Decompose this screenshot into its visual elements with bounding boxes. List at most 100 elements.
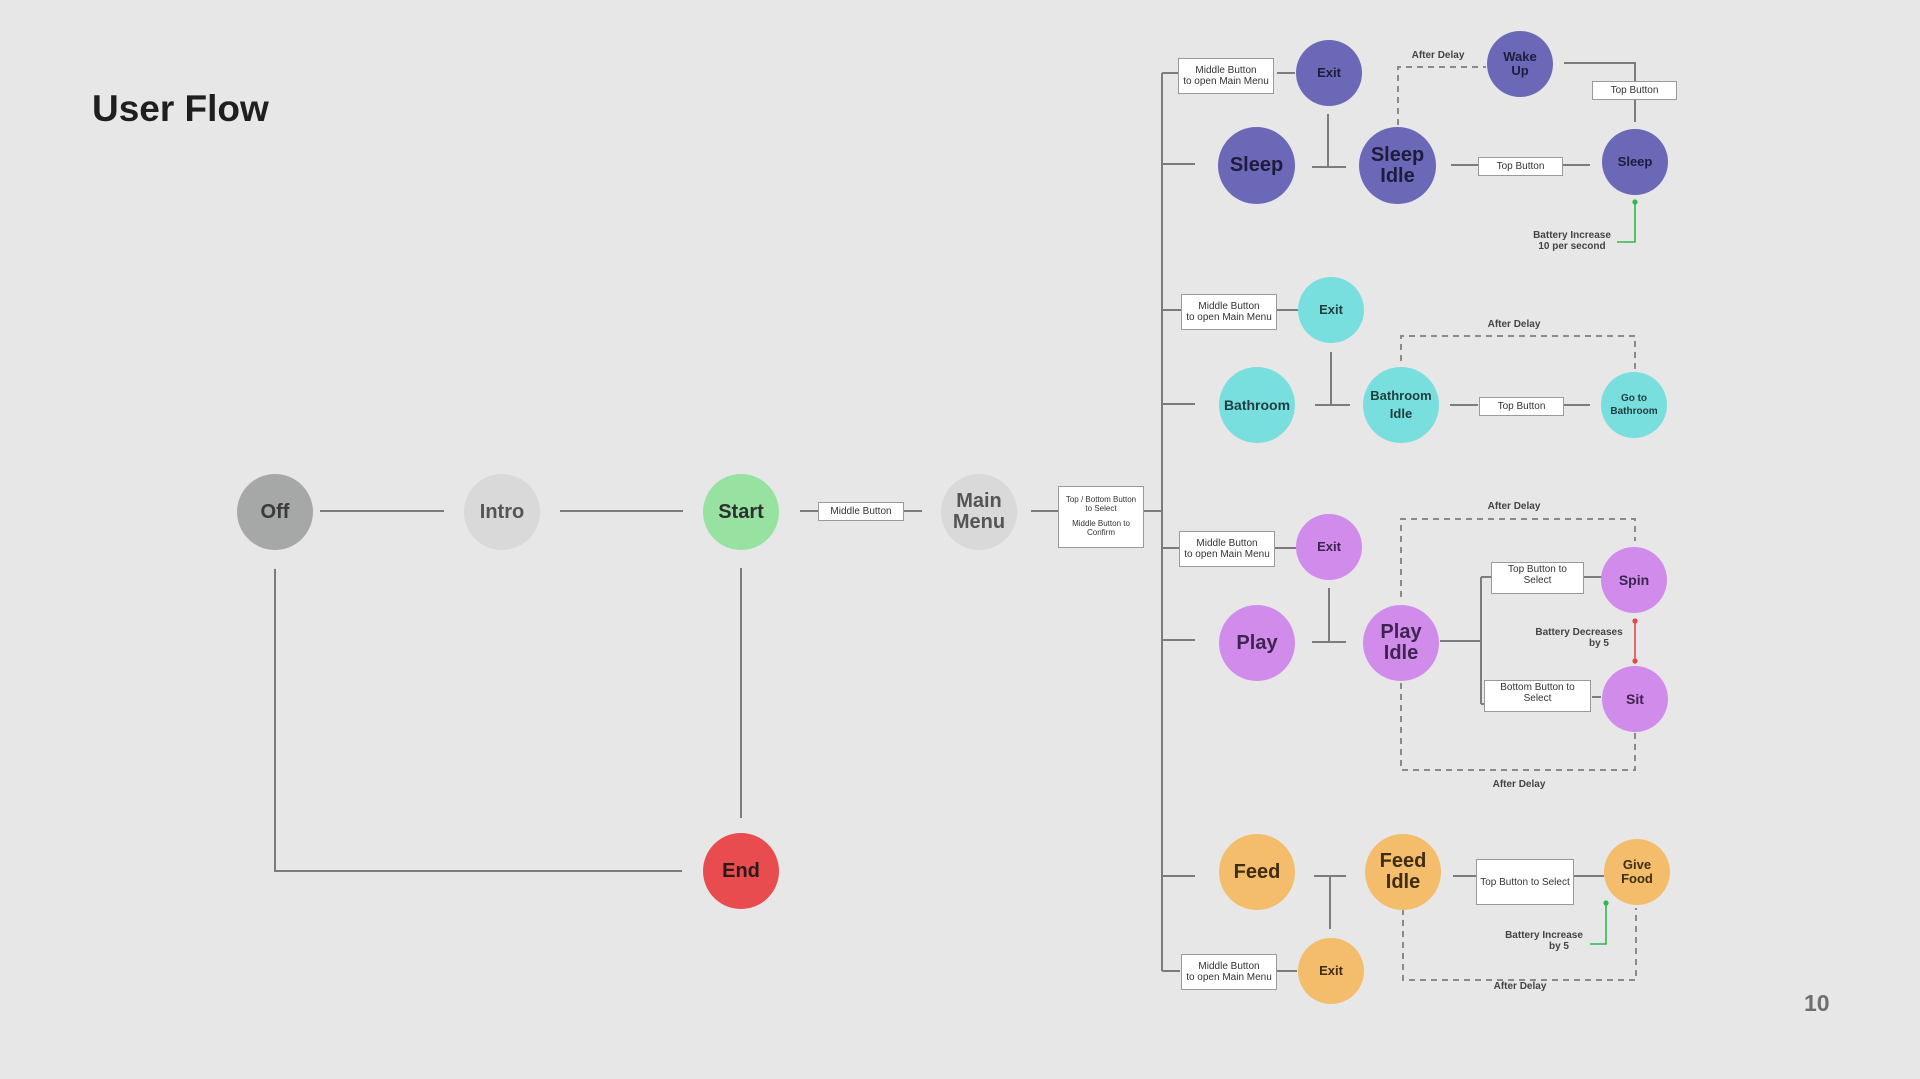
bathroom-exit-box: Middle Button to open Main Menu bbox=[1181, 294, 1277, 330]
sleep-idle-line-2: Idle bbox=[1380, 164, 1415, 187]
wake-up-line-1: Wake bbox=[1503, 49, 1537, 65]
sleep-label: Sleep bbox=[1229, 154, 1284, 176]
play-exit-node: Exit bbox=[1296, 514, 1362, 580]
sleep-after-delay: After Delay bbox=[1411, 50, 1465, 61]
end-label: End bbox=[722, 859, 760, 882]
feed-label: Feed bbox=[1233, 860, 1281, 883]
sleep-exit-label: Exit bbox=[1317, 65, 1341, 81]
bathroom-top-button-box: Top Button bbox=[1479, 397, 1564, 416]
feed-idle-line-2: Idle bbox=[1385, 871, 1421, 893]
confirm-line-2: Confirm bbox=[1086, 527, 1115, 537]
sleep-top-button-2-label: Top Button bbox=[1496, 161, 1545, 172]
sleep-exit-node: Exit bbox=[1296, 40, 1362, 106]
go-bathroom-line-2: Bathroom bbox=[1610, 406, 1658, 417]
play-bottom-select-box: Bottom Button to Select bbox=[1484, 680, 1591, 712]
middle-button-label: Middle Button bbox=[830, 506, 892, 517]
feed-battery-note: Battery Increase by 5 bbox=[1500, 930, 1588, 952]
main-menu-label-1: Main bbox=[956, 490, 1002, 512]
page-title: User Flow bbox=[92, 88, 269, 129]
confirm-line-1: Middle Button to bbox=[1072, 519, 1130, 528]
play-top-select-label: Top Button to Select bbox=[1508, 564, 1567, 586]
select-line-1: Top / Bottom Button bbox=[1065, 495, 1137, 505]
wake-up-line-2: Up bbox=[1511, 63, 1529, 78]
bathroom-exit-label: Exit bbox=[1319, 302, 1343, 318]
feed-top-select-label: Top Button to Select bbox=[1480, 876, 1570, 888]
feed-idle-line-1: Feed bbox=[1379, 850, 1427, 872]
main-menu-label-2: Menu bbox=[952, 511, 1006, 533]
bathroom-label: Bathroom bbox=[1223, 396, 1291, 413]
play-exit-box-line-2: to open Main Menu bbox=[1184, 549, 1270, 560]
start-node: Start bbox=[703, 474, 779, 550]
end-node: End bbox=[703, 833, 779, 909]
off-label: Off bbox=[260, 500, 290, 523]
play-idle-line-1: Play bbox=[1380, 621, 1422, 643]
off-node: Off bbox=[237, 474, 313, 550]
sleep-battery-line-2: 10 per second bbox=[1538, 241, 1606, 252]
page-number: 10 bbox=[1804, 990, 1830, 1016]
feed-exit-box-line-2: to open Main Menu bbox=[1186, 972, 1272, 983]
feed-exit-node: Exit bbox=[1298, 938, 1364, 1004]
intro-label: Intro bbox=[479, 500, 525, 523]
sleep-exit-box-line-1: Middle Button bbox=[1195, 65, 1257, 76]
sleep-top-button-box-1: Top Button bbox=[1592, 81, 1677, 100]
feed-exit-box: Middle Button to open Main Menu bbox=[1181, 954, 1277, 990]
sleep-exit-box-line-2: to open Main Menu bbox=[1183, 76, 1269, 87]
bathroom-exit-box-line-1: Middle Button bbox=[1198, 301, 1260, 312]
play-exit-label: Exit bbox=[1317, 539, 1341, 555]
play-top-select-box: Top Button to Select bbox=[1491, 562, 1584, 594]
feed-battery-line-2: by 5 bbox=[1548, 941, 1569, 952]
give-food-line-2: Food bbox=[1621, 871, 1653, 886]
bathroom-node: Bathroom bbox=[1219, 367, 1295, 443]
feed-exit-label: Exit bbox=[1319, 963, 1343, 979]
play-label: Play bbox=[1236, 631, 1278, 654]
play-battery-note: Battery Decreases by 5 bbox=[1532, 627, 1626, 649]
play-battery-line-2: by 5 bbox=[1588, 638, 1609, 649]
go-to-bathroom-node: Go to Bathroom bbox=[1601, 372, 1667, 438]
sleep-battery-note: Battery Increase 10 per second bbox=[1532, 230, 1612, 252]
sleep-battery-line-1: Battery Increase bbox=[1533, 230, 1611, 241]
sleep-idle-line-1: Sleep bbox=[1370, 143, 1425, 166]
feed-exit-box-line-1: Middle Button bbox=[1198, 961, 1260, 972]
middle-button-box: Middle Button bbox=[818, 502, 904, 521]
go-bathroom-line-1: Go to bbox=[1620, 393, 1648, 404]
sleep-state-label: Sleep bbox=[1617, 154, 1653, 170]
select-line-2: to Select bbox=[1085, 504, 1117, 514]
spin-node: Spin bbox=[1601, 547, 1667, 613]
spin-label: Spin bbox=[1618, 571, 1650, 588]
play-after-delay-top: After Delay bbox=[1487, 501, 1541, 512]
feed-after-delay: After Delay bbox=[1493, 981, 1547, 992]
sleep-exit-box: Middle Button to open Main Menu bbox=[1178, 58, 1274, 94]
feed-top-select-box: Top Button to Select bbox=[1476, 859, 1574, 905]
sleep-state-node: Sleep bbox=[1602, 129, 1668, 195]
select-confirm-box: Top / Bottom Button to Select Middle But… bbox=[1058, 486, 1144, 548]
play-after-delay-bottom: After Delay bbox=[1492, 779, 1546, 790]
feed-battery-line-1: Battery Increase bbox=[1505, 930, 1583, 941]
play-node: Play bbox=[1219, 605, 1295, 681]
bathroom-top-button-label: Top Button bbox=[1497, 401, 1546, 412]
sleep-node: Sleep bbox=[1218, 127, 1295, 204]
bathroom-idle-line-1: Bathroom bbox=[1370, 387, 1432, 403]
sit-node: Sit bbox=[1602, 666, 1668, 732]
play-battery-line-1: Battery Decreases bbox=[1535, 627, 1623, 638]
start-label: Start bbox=[718, 500, 764, 523]
bathroom-exit-box-line-2: to open Main Menu bbox=[1186, 312, 1272, 323]
sleep-top-button-1-label: Top Button bbox=[1610, 85, 1659, 96]
sit-label: Sit bbox=[1626, 690, 1644, 707]
feed-node: Feed bbox=[1219, 834, 1295, 910]
intro-node: Intro bbox=[464, 474, 540, 550]
play-exit-box: Middle Button to open Main Menu bbox=[1179, 531, 1275, 567]
play-bottom-select-label: Bottom Button to Select bbox=[1500, 682, 1575, 704]
play-idle-line-2: Idle bbox=[1383, 642, 1419, 664]
sleep-top-button-box-2: Top Button bbox=[1478, 157, 1563, 176]
play-exit-box-line-1: Middle Button bbox=[1196, 538, 1258, 549]
bathroom-exit-node: Exit bbox=[1298, 277, 1364, 343]
bathroom-after-delay: After Delay bbox=[1487, 319, 1541, 330]
